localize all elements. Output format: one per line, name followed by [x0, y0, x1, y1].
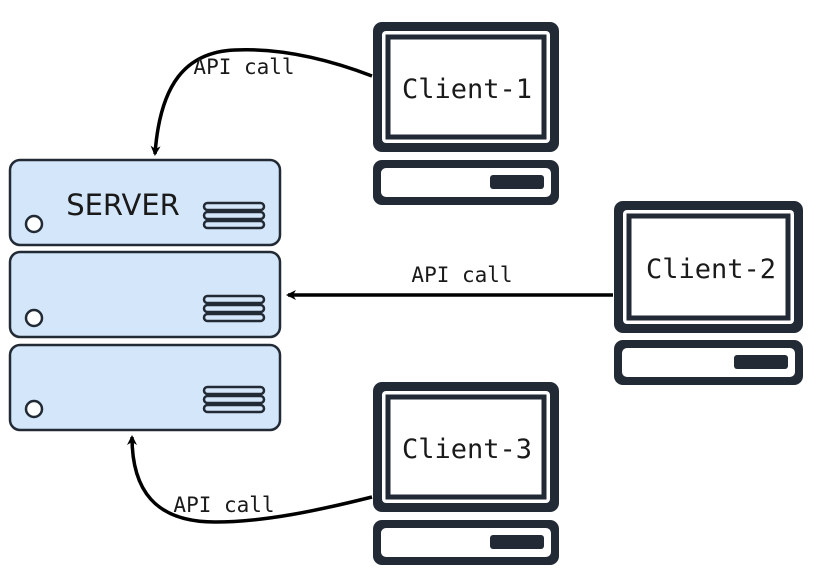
client-1: Client-1	[373, 22, 559, 205]
client-2-label: Client-2	[646, 254, 776, 285]
vent-icon	[202, 385, 266, 414]
arrow-line	[127, 435, 373, 524]
server-unit-2	[8, 250, 282, 339]
client-1-label: Client-1	[402, 74, 532, 105]
monitor-icon	[373, 22, 559, 152]
server-unit-1: SERVER	[8, 158, 282, 247]
connection-label: API call	[193, 55, 294, 79]
keyboard-icon	[373, 160, 559, 205]
power-led-icon	[24, 399, 44, 419]
server-label: SERVER	[66, 188, 180, 222]
client-2: Client-2	[614, 201, 803, 385]
power-led-icon	[24, 308, 44, 328]
connection-label: API call	[173, 493, 274, 517]
server-unit-3	[8, 343, 282, 432]
connection-label: API call	[411, 263, 512, 287]
power-led-icon	[24, 214, 44, 234]
connection-client-1: API call	[150, 47, 373, 156]
arrow-line	[150, 47, 373, 156]
keyboard-icon	[614, 340, 803, 385]
monitor-icon	[614, 201, 803, 333]
vent-icon	[202, 201, 266, 230]
monitor-icon	[373, 382, 559, 512]
client-3: Client-3	[373, 382, 559, 565]
server-stack: SERVER	[8, 158, 282, 432]
connection-client-3: API call	[127, 435, 373, 524]
keyboard-icon	[373, 520, 559, 565]
vent-icon	[202, 294, 266, 323]
client-3-label: Client-3	[402, 434, 532, 465]
connection-client-2: API call	[286, 263, 613, 300]
